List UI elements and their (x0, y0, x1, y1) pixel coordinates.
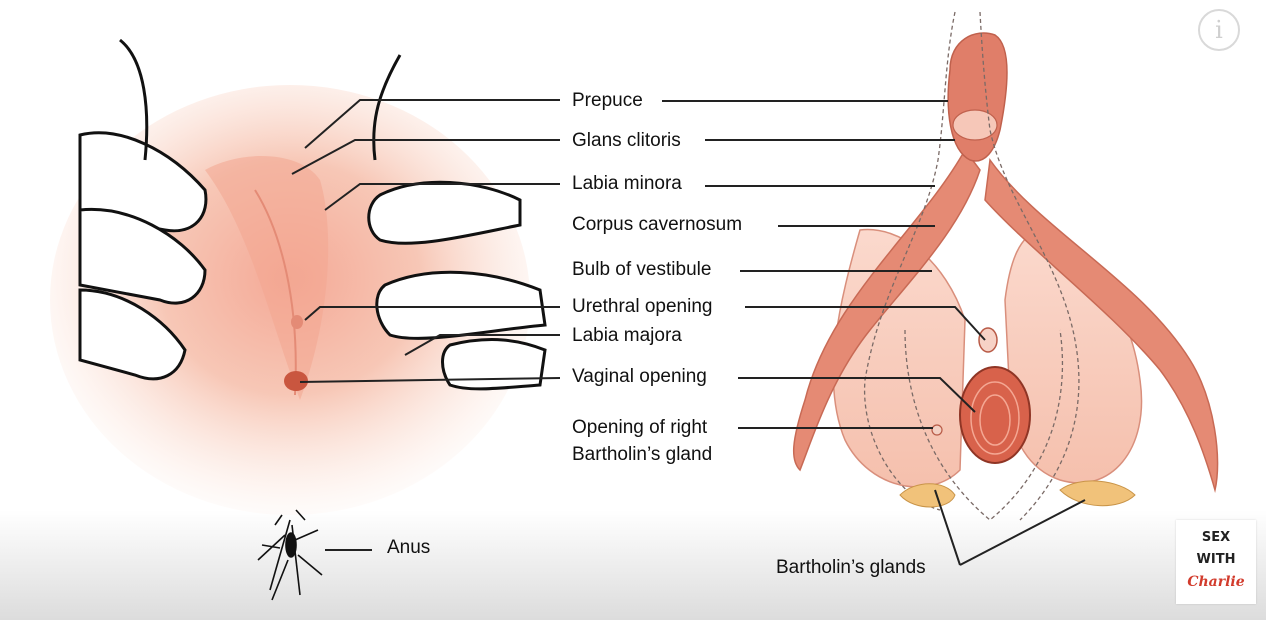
label-urethral-opening: Urethral opening (572, 296, 713, 317)
clitoral-body (947, 32, 1008, 162)
label-glans-clitoris: Glans clitoris (572, 130, 681, 151)
right-bartholin-gland (1059, 480, 1136, 507)
anus-sketch (257, 509, 323, 601)
logo-line2: WITH (1196, 552, 1236, 567)
vaginal-opening-shape (284, 371, 308, 391)
label-prepuce: Prepuce (572, 90, 643, 111)
labia-minora-shape (205, 156, 329, 400)
label-bartholin-opening-line1: Opening of right (572, 417, 708, 438)
dashed-outline (863, 11, 1080, 521)
leader-lines (291, 99, 1086, 566)
label-labia-minora: Labia minora (572, 173, 682, 194)
left-bartholin-gland (899, 483, 956, 508)
urethral-opening-internal (978, 327, 998, 353)
label-corpus-cavernosum: Corpus cavernosum (572, 214, 743, 235)
left-hand (78, 38, 208, 381)
right-hand (367, 54, 547, 391)
label-bartholins-glands: Bartholin’s glands (776, 557, 926, 578)
internal-anatomy-illustration (792, 11, 1219, 521)
right-crus (984, 158, 1219, 493)
channel-logo: SEX WITH Charlie (1176, 520, 1256, 604)
vaginal-opening-internal (959, 366, 1031, 464)
label-anus: Anus (387, 537, 431, 558)
glans-shape (952, 109, 998, 141)
label-labia-majora: Labia majora (572, 325, 682, 346)
info-icon[interactable]: i (1198, 9, 1240, 51)
urethral-opening-shape (291, 315, 303, 329)
label-bulb-of-vestibule: Bulb of vestibule (572, 259, 712, 280)
left-crus (792, 148, 981, 472)
logo-line3: Charlie (1187, 574, 1245, 590)
external-view-illustration (50, 38, 547, 601)
label-bartholin-opening-line2: Bartholin’s gland (572, 444, 713, 465)
label-vaginal-opening: Vaginal opening (572, 366, 707, 387)
logo-line1: SEX (1201, 530, 1231, 545)
